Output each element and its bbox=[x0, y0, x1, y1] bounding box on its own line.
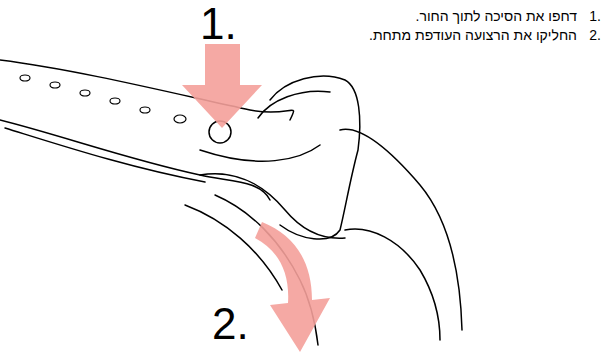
list-number: 1. bbox=[577, 8, 601, 25]
callout-number: 1. bbox=[200, 2, 237, 46]
list-number: 2. bbox=[577, 27, 601, 44]
strap-holes bbox=[20, 75, 186, 123]
callout-number: 2. bbox=[212, 302, 249, 346]
push-arrow bbox=[182, 44, 262, 128]
slide-arrow bbox=[255, 222, 330, 352]
lower-strap bbox=[345, 229, 440, 340]
instruction-text: דחפו את הסיכה לתוך החור. bbox=[416, 8, 577, 25]
instruction-row: 2.החליקו את הרצועה העודפת מתחת. bbox=[369, 27, 601, 44]
strap-edge bbox=[0, 120, 270, 200]
lower-strap bbox=[185, 205, 282, 290]
strap-edge bbox=[5, 128, 205, 182]
keeper-loop bbox=[270, 76, 360, 239]
strap-edge bbox=[200, 145, 320, 161]
keeper-loop bbox=[258, 91, 330, 118]
instruction-text: החליקו את הרצועה העודפת מתחת. bbox=[369, 27, 577, 44]
instruction-row: 1.דחפו את הסיכה לתוך החור. bbox=[416, 8, 601, 25]
